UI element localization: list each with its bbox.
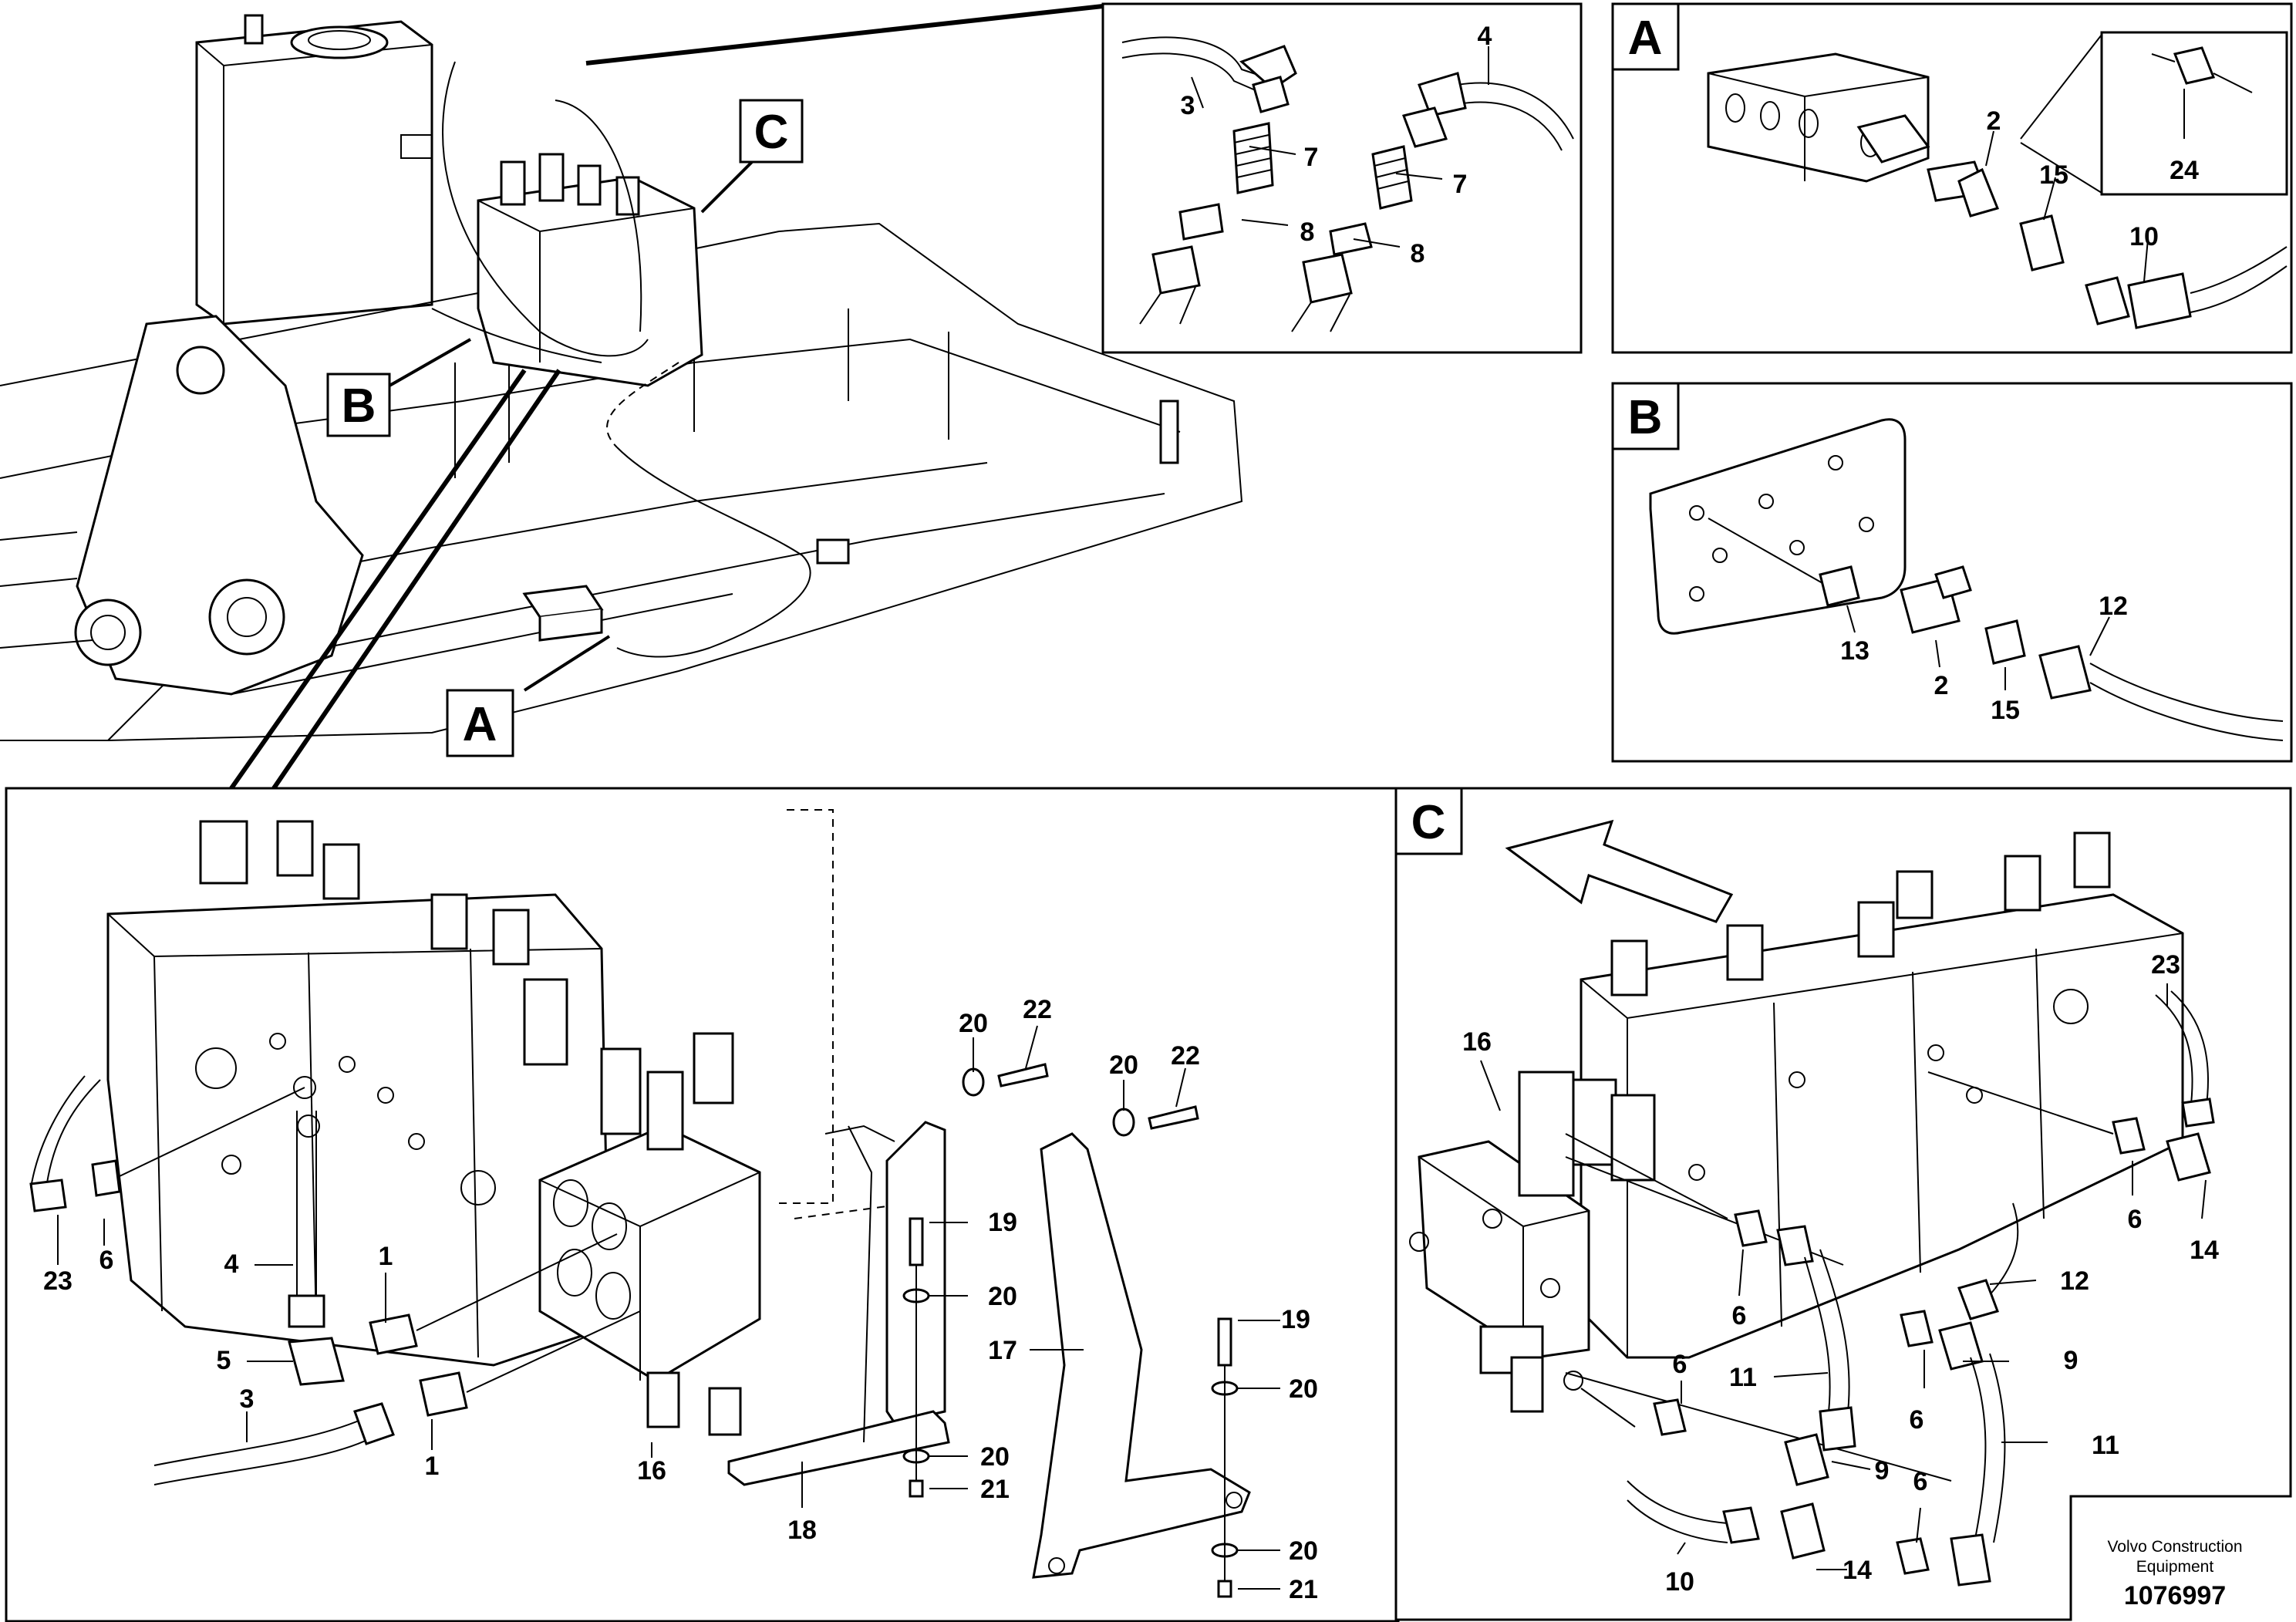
detail-main-valve-assembly: 20 22 20 22 19 20 17 4 1 5 3 1 16 23 6 1… (5, 787, 1400, 1622)
part-callout-number: 1 (425, 1452, 440, 1481)
view-label-a[interactable]: A (446, 689, 514, 757)
part-callout-number: 6 (1913, 1467, 1928, 1496)
part-callout-number: 10 (1665, 1567, 1694, 1597)
detail-c: C (1394, 787, 2292, 1621)
credit-line-2: Equipment (2136, 1558, 2214, 1576)
part-callout-number: 15 (2039, 160, 2068, 190)
part-callout-number: 19 (988, 1208, 1017, 1237)
part-callout-number: 7 (1453, 170, 1468, 199)
part-callout-number: 3 (240, 1384, 255, 1414)
part-callout-number: 6 (1910, 1405, 1924, 1435)
part-callout-number: 21 (980, 1475, 1010, 1504)
part-callout-number: 4 (224, 1249, 239, 1279)
part-callout-number: 1 (379, 1242, 393, 1271)
part-callout-number: 22 (1023, 995, 1052, 1024)
detail-b: B 13 2 15 12 (1611, 382, 2293, 763)
part-callout-number: 21 (1289, 1575, 1318, 1604)
main-control-valve (106, 893, 611, 1367)
view-label-text: B (1628, 391, 1663, 444)
part-callout-number: 16 (637, 1456, 666, 1485)
part-callout-number: 19 (1281, 1305, 1310, 1334)
part-callout-number: 6 (1673, 1350, 1687, 1379)
part-callout-number: 12 (2099, 592, 2128, 621)
view-label-b[interactable]: B (326, 373, 391, 437)
image-number: 1076997 (2124, 1581, 2226, 1610)
part-callout-number: 6 (1732, 1301, 1747, 1330)
part-callout-number: 14 (1843, 1556, 1872, 1585)
part-callout-number: 23 (43, 1266, 72, 1296)
part-callout-number: 6 (2128, 1205, 2143, 1234)
view-label-text: A (463, 698, 497, 751)
part-callout-number: 20 (1289, 1374, 1318, 1404)
control-valve-assembly (477, 176, 703, 387)
part-callout-number: 9 (1875, 1456, 1890, 1485)
part-callout-number: 24 (2170, 156, 2199, 185)
part-callout-number: 22 (1171, 1041, 1200, 1071)
part-callout-number: 10 (2129, 222, 2159, 251)
part-callout-number: 23 (2151, 950, 2180, 980)
part-callout-number: 5 (217, 1346, 231, 1375)
part-callout-number: 8 (1300, 218, 1315, 247)
part-callout-number: 20 (988, 1282, 1017, 1311)
support-arm (1032, 1132, 1251, 1579)
detail-hose-fittings: 3 4 7 7 8 8 (1101, 2, 1583, 354)
part-callout-number: 13 (1840, 636, 1870, 666)
part-callout-number: 8 (1411, 239, 1425, 268)
valve-bank (1580, 893, 2184, 1359)
credit-line-1: Volvo Construction (2107, 1538, 2242, 1556)
boom-mount (76, 315, 364, 696)
credit-block: Volvo Construction Equipment 1076997 (2107, 1538, 2242, 1610)
part-callout-number: 15 (1991, 696, 2020, 725)
part-callout-number: 9 (2064, 1346, 2079, 1375)
view-label-text: C (1411, 796, 1446, 849)
part-callout-number: 20 (1289, 1536, 1318, 1566)
view-label-text: C (754, 106, 789, 159)
part-callout-number: 4 (1478, 22, 1492, 51)
view-label-text: A (1628, 12, 1663, 65)
direction-arrow (1505, 819, 1734, 923)
part-callout-number: 20 (1109, 1050, 1138, 1080)
part-callout-number: 20 (959, 1009, 988, 1038)
part-callout-number: 16 (1462, 1027, 1492, 1057)
part-callout-number: 20 (980, 1442, 1010, 1472)
part-callout-number: 18 (787, 1516, 817, 1545)
part-callout-number: 11 (2092, 1431, 2119, 1460)
view-label-text: B (342, 379, 376, 433)
detail-a: A 2 24 15 10 (1611, 2, 2293, 354)
part-callout-number: 2 (1987, 106, 2001, 136)
part-callout-number: 11 (1729, 1363, 1757, 1392)
part-callout-number: 12 (2060, 1266, 2089, 1296)
part-callout-number: 3 (1181, 91, 1195, 120)
overview-illustration (0, 14, 1243, 741)
part-callout-number: 17 (988, 1336, 1017, 1365)
view-label-c[interactable]: C (739, 99, 804, 164)
part-callout-number: 7 (1304, 143, 1319, 172)
part-callout-number: 2 (1934, 671, 1949, 700)
part-callout-number: 6 (99, 1246, 114, 1275)
hydraulic-tank (195, 20, 433, 325)
part-callout-number: 14 (2190, 1236, 2219, 1265)
